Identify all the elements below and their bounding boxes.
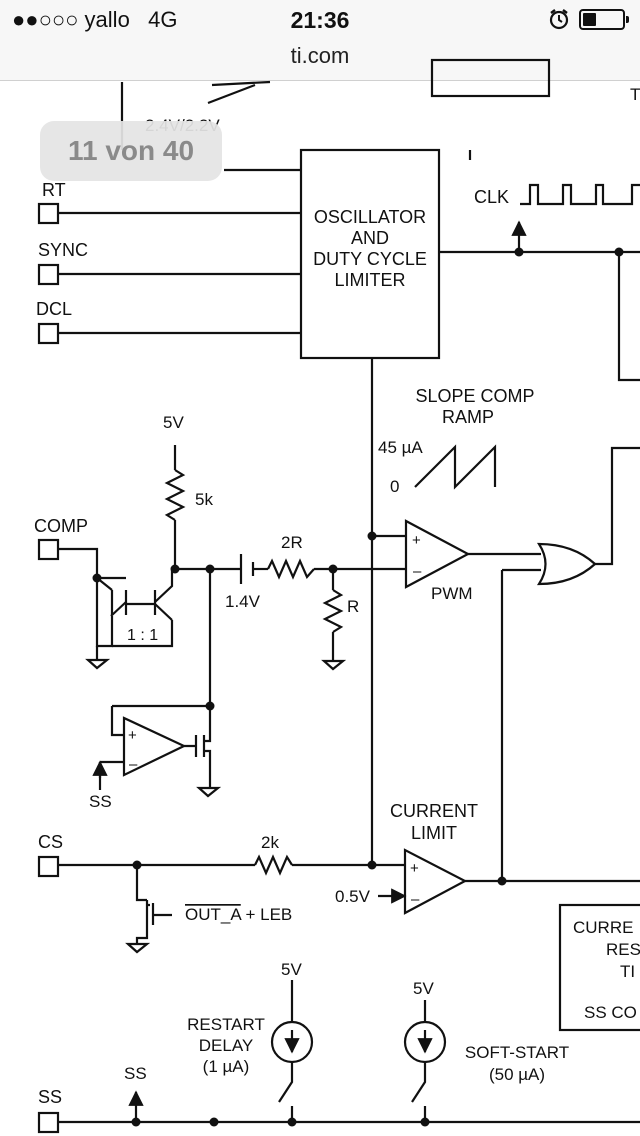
pwm-plus: +	[412, 532, 421, 549]
oscillator-line-1: OSCILLATOR	[314, 207, 426, 227]
current-mirror	[95, 569, 174, 660]
oscillator-block	[299, 148, 441, 360]
carrier-label: ●●○○○ yallo 4G	[12, 7, 178, 32]
oscillator-line-2: AND	[351, 228, 389, 248]
clk-waveform	[520, 183, 640, 206]
ground-ss-opamp	[196, 786, 222, 798]
pwm-label: PWM	[431, 584, 473, 603]
ss-opamp	[122, 716, 187, 777]
cl-plus: +	[410, 860, 419, 877]
current-block-line-2: RES	[606, 940, 640, 959]
mirror-ratio-label: 1 : 1	[127, 627, 158, 644]
resistor-5k-label: 5k	[195, 490, 213, 509]
rt-pin[interactable]	[37, 202, 60, 225]
status-bar: ●●○○○ yallo 4G 21:36 ti.com	[0, 0, 640, 81]
ref-voltage-label: 0.5V	[335, 887, 371, 906]
ss-label: SS	[38, 1087, 62, 1107]
oscillator-line-4: LIMITER	[334, 270, 405, 290]
resistor-5k	[164, 469, 186, 521]
battery-voltage-label: 1.4V	[225, 592, 261, 611]
alarm-icon	[549, 9, 569, 30]
slope-comp-label-1: SLOPE COMP	[415, 386, 534, 406]
resistor-r-label: R	[347, 597, 359, 616]
battery-14v	[239, 554, 255, 584]
right-clipped-label: T	[630, 85, 640, 104]
leb-fet	[135, 900, 172, 944]
resistor-2k	[254, 854, 293, 876]
resistor-r	[322, 589, 344, 633]
sync-label: SYNC	[38, 240, 88, 260]
softstart-label-2: (50 µA)	[489, 1065, 545, 1084]
top-clipped-circuitry	[120, 58, 551, 160]
resistor-2r	[267, 558, 315, 580]
current-limit-comparator	[403, 848, 468, 915]
pwm-comparator	[404, 519, 471, 589]
ss-pin[interactable]	[37, 1111, 60, 1134]
dcl-label: DCL	[36, 299, 72, 319]
ss-opamp-plus: +	[128, 727, 137, 744]
clk-label: CLK	[474, 187, 509, 207]
resistor-2r-label: 2R	[281, 533, 303, 552]
ground-cs	[125, 942, 151, 954]
cs-label: CS	[38, 832, 63, 852]
ss-opamp-minus: –	[129, 756, 138, 773]
restart-label-3: (1 µA)	[203, 1057, 250, 1076]
rt-label: RT	[42, 180, 66, 200]
comp-pin[interactable]	[37, 538, 60, 561]
pwm-minus: –	[413, 563, 422, 580]
leb-label-over: OUT_A	[185, 905, 242, 924]
current-block-line-1: CURRE	[573, 918, 633, 937]
network-label: 4G	[148, 7, 178, 32]
comp-label: COMP	[34, 516, 88, 536]
slope-ramp-waveform	[414, 444, 497, 490]
ss-arrow-label: SS	[124, 1064, 147, 1083]
resistor-2k-label: 2k	[261, 833, 279, 852]
junction-dots	[92, 247, 624, 1127]
supply-5v-comp: 5V	[163, 413, 184, 432]
supply-5v-softstart: 5V	[413, 979, 434, 998]
ground-comp	[85, 658, 111, 670]
current-limit-label-2: LIMIT	[411, 823, 457, 843]
ground-r	[321, 659, 347, 671]
clock: 21:36	[290, 7, 350, 33]
cl-minus: –	[411, 891, 420, 908]
ss-opamp-label: SS	[89, 792, 112, 811]
battery-icon	[579, 9, 629, 30]
sync-pin[interactable]	[37, 263, 60, 286]
or-gate	[536, 542, 597, 586]
current-block-line-4: SS CO	[584, 1003, 637, 1022]
address-url[interactable]: ti.com	[290, 43, 350, 68]
supply-5v-restart: 5V	[281, 960, 302, 979]
ramp-max-label: 45 µA	[378, 438, 423, 457]
softstart-label-1: SOFT-START	[465, 1043, 569, 1062]
current-block	[558, 903, 640, 1032]
ramp-min-label: 0	[390, 477, 399, 496]
cs-pin[interactable]	[37, 855, 60, 878]
leb-label: OUT_A + LEB	[185, 905, 292, 924]
page-indicator: 11 von 40	[40, 121, 222, 181]
slope-comp-label-2: RAMP	[442, 407, 494, 427]
current-block-line-3: TI	[620, 962, 635, 981]
dcl-pin[interactable]	[37, 322, 60, 345]
leb-label-rest: + LEB	[241, 905, 293, 924]
current-limit-label-1: CURRENT	[390, 801, 478, 821]
oscillator-line-3: DUTY CYCLE	[313, 249, 427, 269]
restart-label-2: DELAY	[199, 1036, 254, 1055]
restart-label-1: RESTART	[187, 1015, 265, 1034]
